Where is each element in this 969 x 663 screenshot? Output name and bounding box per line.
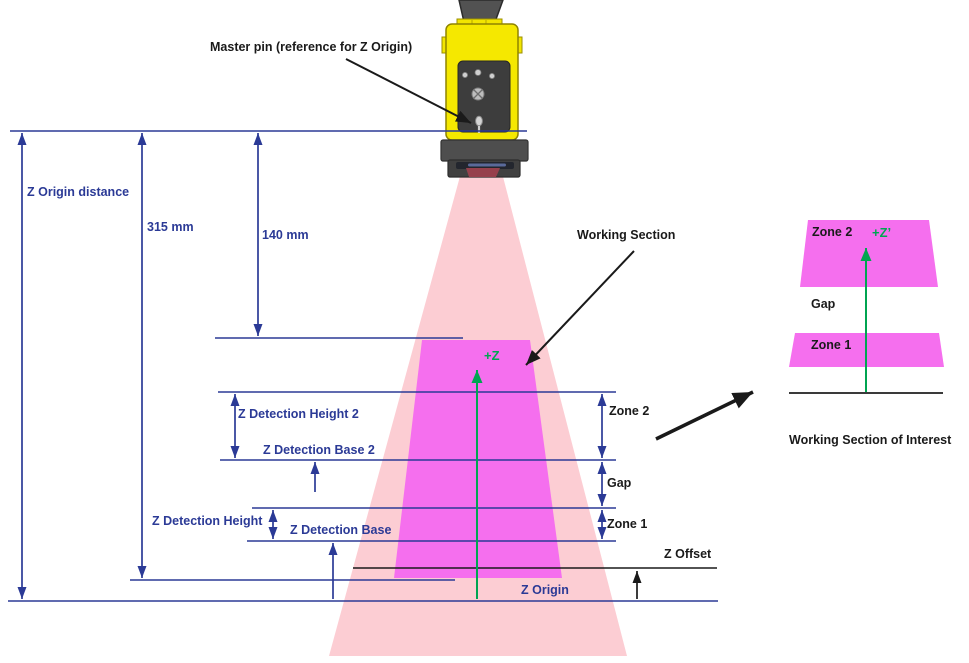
mini-plus-z-prime-label: +Z’ bbox=[872, 225, 892, 240]
z-detection-base-label: Z Detection Base bbox=[290, 523, 392, 537]
z-offset-label: Z Offset bbox=[664, 547, 712, 561]
z-detection-height-2-label: Z Detection Height 2 bbox=[238, 407, 359, 421]
dim-140mm-label: 140 mm bbox=[262, 228, 309, 242]
panel-hole-center bbox=[474, 69, 482, 76]
z-origin-distance-label: Z Origin distance bbox=[27, 185, 130, 199]
lens-glass bbox=[468, 163, 506, 167]
zone-2-label: Zone 2 bbox=[609, 404, 650, 418]
mini-zone-2-label: Zone 2 bbox=[812, 225, 853, 239]
working-section-of-interest-label: Working Section of Interest bbox=[789, 433, 952, 447]
working-section-label: Working Section bbox=[577, 228, 676, 242]
sensor-mount-section bbox=[440, 139, 529, 162]
panel-hole-left bbox=[461, 72, 468, 79]
master-pin-label: Master pin (reference for Z Origin) bbox=[210, 40, 413, 54]
mini-gap-label: Gap bbox=[811, 297, 836, 311]
gap-label: Gap bbox=[607, 476, 632, 490]
panel-hole-right bbox=[488, 73, 495, 80]
working-section-of-interest-diagram bbox=[789, 220, 944, 394]
working-section-pointer-arrow bbox=[525, 250, 635, 366]
lens-glow bbox=[466, 168, 500, 177]
master-pin-pointer-arrow bbox=[345, 58, 472, 124]
mini-zone-1-label: Zone 1 bbox=[811, 338, 852, 352]
z-origin-label: Z Origin bbox=[521, 583, 569, 597]
z-detection-height-label: Z Detection Height bbox=[152, 514, 263, 528]
z-detection-base-2-label: Z Detection Base 2 bbox=[263, 443, 375, 457]
zone-1-label: Zone 1 bbox=[607, 517, 648, 531]
sensor-device bbox=[440, 0, 529, 178]
dim-315mm-label: 315 mm bbox=[147, 220, 194, 234]
plus-z-label: +Z bbox=[484, 348, 500, 363]
master-pin bbox=[475, 115, 483, 127]
detail-zoom-arrow bbox=[655, 390, 754, 441]
